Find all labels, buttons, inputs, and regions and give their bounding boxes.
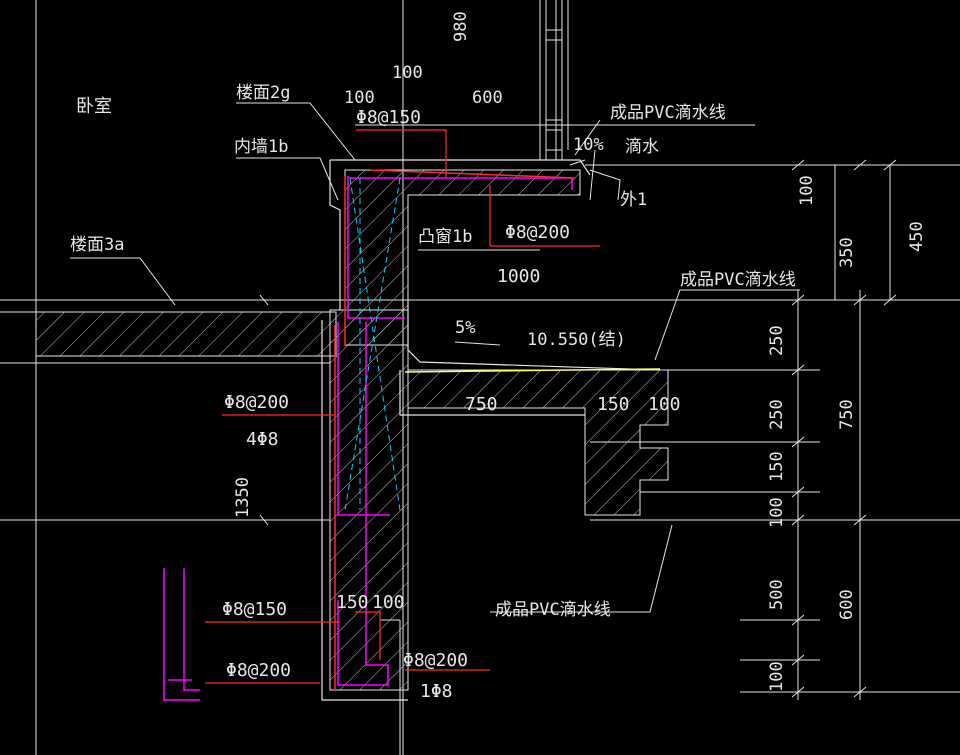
- rebar-lower-3: Φ8@200: [403, 650, 468, 671]
- label-pvc-drip-1: 成品PVC滴水线: [610, 103, 726, 123]
- dim-right-350: 350: [837, 237, 857, 268]
- dim-600: 600: [472, 88, 503, 108]
- bay-window-concrete: [321, 159, 669, 701]
- dim-right-100-b: 100: [767, 497, 787, 528]
- label-bay-window-1b: 凸窗1b: [418, 227, 472, 247]
- rebar-lines: [163, 169, 576, 701]
- rebar-lower-4: 1Φ8: [420, 681, 453, 702]
- slope-arrow: [454, 159, 586, 346]
- label-leaders: [70, 102, 800, 613]
- dim-right-250-a: 250: [767, 325, 787, 356]
- dim-100-left: 100: [344, 88, 375, 108]
- rebar-wall-long: 4Φ8: [246, 429, 279, 450]
- dim-right-500: 500: [767, 579, 787, 610]
- dim-1350: 1350: [233, 477, 253, 518]
- rebar-lower-1: Φ8@150: [222, 599, 287, 620]
- dim-right-100-a: 100: [797, 175, 817, 206]
- window-frame: [539, 0, 563, 161]
- label-drip: 滴水: [625, 137, 659, 157]
- label-floor-2g: 楼面2g: [236, 83, 290, 103]
- dim-100-h: 100: [648, 394, 681, 415]
- label-pvc-drip-3: 成品PVC滴水线: [495, 600, 611, 620]
- label-slope-10: 10%: [573, 135, 604, 155]
- label-ext-1: 外1: [620, 190, 647, 210]
- dim-100-top: 100: [392, 63, 423, 83]
- dim-100-low: 100: [372, 592, 405, 613]
- room-label: 卧室: [76, 96, 112, 117]
- floor-slab: [0, 311, 337, 357]
- dim-right-450: 450: [907, 221, 927, 252]
- dim-150-h: 150: [597, 394, 630, 415]
- dim-right-750: 750: [837, 399, 857, 430]
- dim-right-100-c: 100: [767, 661, 787, 692]
- dim-750-h: 750: [465, 394, 498, 415]
- annotation-text: 卧室 楼面2g 内墙1b 楼面3a 凸窗1b 成品PVC滴水线 成品PVC滴水线…: [70, 11, 927, 702]
- dim-980: 980: [451, 11, 471, 42]
- rebar-lower-2: Φ8@200: [226, 660, 291, 681]
- dim-right-250-b: 250: [767, 399, 787, 430]
- label-inner-wall-1b: 内墙1b: [234, 137, 288, 157]
- label-pvc-drip-2: 成品PVC滴水线: [680, 270, 796, 290]
- rebar-bay-slab: Φ8@200: [505, 222, 570, 243]
- label-floor-3a: 楼面3a: [70, 235, 124, 255]
- dim-1000: 1000: [497, 266, 540, 287]
- rebar-wall-vert: Φ8@200: [224, 392, 289, 413]
- label-slope-5: 5%: [455, 318, 475, 338]
- dimension-ticks: [259, 159, 897, 698]
- label-elevation: 10.550(结): [527, 330, 626, 350]
- dim-right-150: 150: [767, 451, 787, 482]
- callout-leaders: [205, 129, 600, 684]
- rebar-top-slab: Φ8@150: [356, 107, 421, 128]
- dashed-bracing: [344, 177, 401, 511]
- dim-right-600: 600: [837, 589, 857, 620]
- dim-150-low: 150: [336, 592, 369, 613]
